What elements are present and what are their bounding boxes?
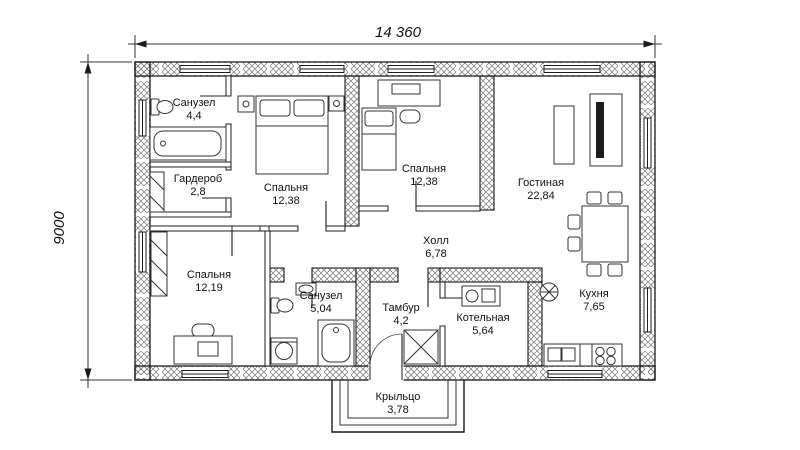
room-name: Тамбур xyxy=(382,302,419,314)
room-area: 12,19 xyxy=(195,282,223,294)
room-name: Крыльцо xyxy=(376,391,421,403)
washing-machine-symbol xyxy=(270,337,298,365)
tv-unit-symbol xyxy=(553,93,623,167)
label-bedroom-3: Спальня 12,19 xyxy=(187,269,231,294)
label-bathroom-2: Санузел 5,04 xyxy=(300,290,343,315)
room-name: Холл xyxy=(423,235,449,247)
bathtub2-symbol xyxy=(317,319,355,367)
room-area: 5,64 xyxy=(472,325,493,337)
floor-hatch-symbol xyxy=(403,329,439,365)
desk-symbol xyxy=(377,79,441,124)
room-area: 3,78 xyxy=(387,404,408,416)
label-boiler-room: Котельная 5,64 xyxy=(456,312,509,337)
dimension-lines: 14 360 9000 xyxy=(51,24,662,388)
room-area: 12,38 xyxy=(272,195,300,207)
label-hall: Холл 6,78 xyxy=(423,235,449,260)
toilet-symbol xyxy=(150,98,174,116)
desk2-symbol xyxy=(173,323,233,365)
label-bedroom-1: Спальня 12,38 xyxy=(264,182,308,207)
label-kitchen: Кухня 7,65 xyxy=(579,288,608,313)
room-name: Санузел xyxy=(173,97,216,109)
room-name: Кухня xyxy=(579,288,608,300)
room-name: Котельная xyxy=(456,312,509,324)
closet-symbol xyxy=(150,231,168,297)
water-heater-symbol xyxy=(539,282,559,302)
room-area: 12,38 xyxy=(410,176,438,188)
dining-table-symbol xyxy=(567,191,629,277)
single-bed-symbol xyxy=(361,107,397,171)
furniture xyxy=(149,79,629,367)
room-area: 5,04 xyxy=(310,303,331,315)
room-area: 4,4 xyxy=(186,110,201,122)
double-bed-symbol xyxy=(237,95,345,175)
dimension-height-label: 9000 xyxy=(51,211,68,245)
washbasin-symbol xyxy=(295,282,317,296)
windows xyxy=(136,63,654,379)
room-area: 22,84 xyxy=(527,190,555,202)
interior-partitions xyxy=(149,75,481,367)
room-labels: Санузел 4,4 Гардероб 2,8 Спальня 12,38 С… xyxy=(173,97,609,416)
room-area: 2,8 xyxy=(190,186,205,198)
wardrobe-shelf-symbol xyxy=(149,171,165,213)
room-name: Санузел xyxy=(300,290,343,302)
label-bathroom-1: Санузел 4,4 xyxy=(173,97,216,122)
label-porch: Крыльцо 3,78 xyxy=(376,391,421,416)
room-name: Спальня xyxy=(264,182,308,194)
porch-steps xyxy=(331,380,465,433)
room-area: 4,2 xyxy=(393,315,408,327)
room-name: Гостиная xyxy=(518,177,564,189)
label-living-room: Гостиная 22,84 xyxy=(518,177,564,202)
label-wardrobe: Гардероб 2,8 xyxy=(174,173,222,198)
dimension-width-label: 14 360 xyxy=(375,24,422,41)
room-name: Гардероб xyxy=(174,173,222,185)
kitchen-counter-symbol xyxy=(543,343,623,367)
bathtub-symbol xyxy=(149,126,227,161)
label-bedroom-2: Спальня 12,38 xyxy=(402,163,446,188)
room-name: Спальня xyxy=(187,269,231,281)
toilet2-symbol xyxy=(270,297,294,314)
room-name: Спальня xyxy=(402,163,446,175)
room-area: 6,78 xyxy=(425,248,446,260)
label-vestibule: Тамбур 4,2 xyxy=(382,302,419,327)
room-area: 7,65 xyxy=(583,301,604,313)
boiler-symbol xyxy=(461,285,501,307)
